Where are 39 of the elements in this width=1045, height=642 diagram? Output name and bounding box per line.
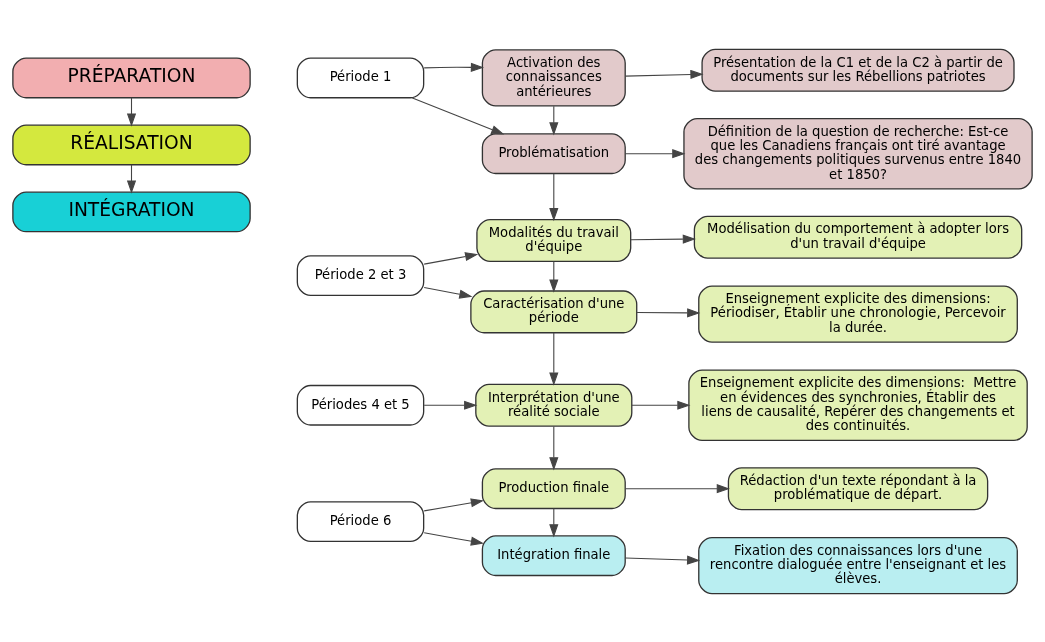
arrow [549, 425, 559, 470]
node-box: Modélisation du comportement à adopter lors d'un travail d'équipe [693, 215, 1023, 259]
arrow [411, 96, 505, 135]
node-box: Présentation de la C1 et de la C2 à partir de documents sur les Rébellions patriotes [701, 48, 1015, 92]
arrow [631, 400, 691, 410]
arrow [624, 69, 704, 79]
node-box: INTÉGRATION [12, 191, 251, 232]
arrow [423, 400, 478, 410]
arrow [549, 172, 559, 221]
node-box: Modalités du travail d'équipe [476, 218, 632, 262]
node-box: Fixation des connaissances lors d'une rencontre dialoguée entre l'enseignant et les élèves. [698, 536, 1018, 594]
arrow [423, 251, 479, 265]
arrow [624, 148, 686, 158]
arrow [423, 531, 484, 546]
arrow [423, 62, 485, 72]
node-box: Enseignement explicite des dimensions: Périodiser, Établir une chronologie, Percevoir la durée. [698, 284, 1018, 343]
arrow [423, 497, 485, 511]
node-box: Périodes 4 et 5 [296, 384, 425, 426]
node-box: Problématisation [481, 132, 626, 174]
arrow [423, 286, 473, 299]
arrow [549, 331, 559, 386]
arrow [624, 554, 701, 565]
node-box: Activation des connaissances antérieures [481, 48, 626, 107]
node-box: RÉALISATION [12, 124, 251, 165]
node-box: Définition de la question de recherche: Est-ce que les Canadiens français ont tiré avantage des changements politiques survenus entre 1840 et 1850? [683, 117, 1033, 190]
node-box: Intégration finale [481, 534, 626, 576]
arrow [549, 260, 559, 293]
node-box: Caractérisation d'une période [470, 289, 638, 333]
node-box: Période 6 [296, 500, 425, 542]
node-box: Période 1 [296, 57, 425, 98]
arrow [630, 234, 696, 244]
node-box: Enseignement explicite des dimensions: Mettre en évidences des synchronies, Établir des liens de causalité, Repérer des changements et des continuités. [688, 368, 1028, 441]
node-box: Production finale [481, 467, 626, 509]
node-box: Rédaction d'un texte répondant à la problématique de départ. [727, 466, 989, 510]
node-box: Période 2 et 3 [296, 254, 425, 296]
node-box: PRÉPARATION [12, 57, 251, 98]
node-box: Interprétation d'une réalité sociale [475, 383, 633, 427]
arrow [624, 483, 730, 493]
arrow [636, 307, 701, 317]
